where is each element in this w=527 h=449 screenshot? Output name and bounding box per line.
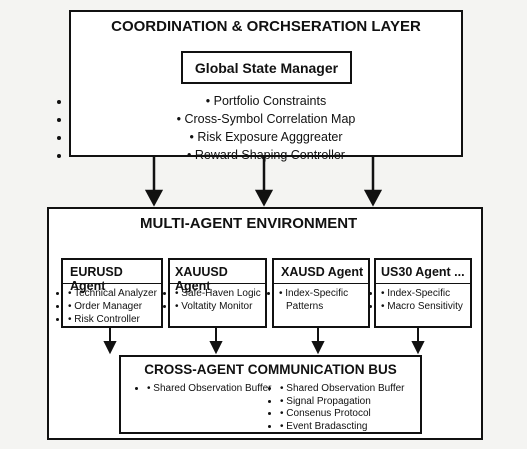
agent-card-xauusd: XAUUSD Agent • Safe-Haven Logic • Voltat… <box>168 258 267 328</box>
agent-divider <box>376 283 470 284</box>
agent-item-text: Risk Controller <box>74 314 140 325</box>
agent-title: XAUUSD Agent <box>175 265 228 293</box>
agent-item: • Voltatity Monitor <box>175 300 261 313</box>
agent-item: • Macro Sensitivity <box>381 300 463 313</box>
bus-item: • Event Bradascting <box>280 421 405 434</box>
agent-title: US30 Agent ... <box>381 265 465 279</box>
agent-divider <box>170 283 265 284</box>
bus-item-text: Event Bradascting <box>286 420 368 432</box>
agent-item-text: Index-Specific <box>387 288 451 299</box>
coordination-item: • Risk Exposure Agggreater <box>71 128 461 146</box>
bus-left-list: • Shared Observation Buffer <box>147 383 272 396</box>
agent-item-text: Technical Analyzer <box>74 288 157 299</box>
coordination-item-text: Portfolio Constraints <box>213 94 327 108</box>
bus-item: • Shared Observation Buffer <box>280 383 405 396</box>
coordination-item: • Portfolio Constraints <box>71 92 461 110</box>
agent-item: • Safe-Haven Logic <box>175 287 261 300</box>
arrow-head <box>411 341 425 355</box>
agent-item: • Technical Analyzer <box>68 287 157 300</box>
bus-item: • Signal Propagation <box>280 396 405 409</box>
agent-item-text: Macro Sensitivity <box>387 301 463 312</box>
coordination-item-list: • Portfolio Constraints • Cross-Symbol C… <box>71 92 461 164</box>
agent-item: • Index-Specific <box>381 287 463 300</box>
global-state-manager-box: Global State Manager <box>181 51 352 84</box>
coordination-layer: COORDINATION & ORCHSERATION LAYER Global… <box>69 10 463 162</box>
agent-item-text: Safe-Haven Logic <box>181 288 261 299</box>
coordination-item: • Reward Shaping Controller <box>71 146 461 164</box>
agent-title: EURUSD Agent <box>70 265 123 293</box>
agent-item-list: • Technical Analyzer • Order Manager • R… <box>68 287 157 326</box>
agent-card-xausd: XAUSD Agent • Index-Specific Patterns <box>272 258 370 328</box>
bus-item: • Consenus Protocol <box>280 408 405 421</box>
communication-bus-title: CROSS-AGENT COMMUNICATION BUS <box>144 362 397 377</box>
global-state-manager-title: Global State Manager <box>194 60 339 76</box>
coordination-layer-title: COORDINATION & ORCHSERATION LAYER <box>111 18 421 35</box>
coordination-item-text: Cross-Symbol Correlation Map <box>184 112 356 126</box>
agent-title: XAUSD Agent <box>281 265 364 279</box>
agent-item-text: Voltatity Monitor <box>181 301 253 312</box>
arrow-head <box>363 189 383 207</box>
agent-card-us30: US30 Agent ... • Index-Specific • Macro … <box>374 258 472 328</box>
multi-agent-environment: MULTI-AGENT ENVIRONMENT EURUSD Agent • T… <box>47 207 483 440</box>
communication-bus: CROSS-AGENT COMMUNICATION BUS • Shared O… <box>119 355 422 434</box>
agent-item-list: • Index-Specific • Macro Sensitivity <box>381 287 463 313</box>
bus-item: • Shared Observation Buffer <box>147 383 272 396</box>
environment-title: MULTI-AGENT ENVIRONMENT <box>140 215 358 232</box>
arrow-head <box>311 341 325 355</box>
agent-item: • Index-Specific Patterns <box>279 287 365 313</box>
agent-item-list: • Safe-Haven Logic • Voltatity Monitor <box>175 287 261 313</box>
bus-item-text: Consenus Protocol <box>286 408 371 419</box>
agent-item-list: • Index-Specific Patterns <box>279 287 365 313</box>
arrow-head <box>209 341 223 355</box>
arrow-head <box>103 341 117 355</box>
agent-item-text: Order Manager <box>74 301 143 312</box>
agent-item-text: Index-Specific Patterns <box>285 288 349 312</box>
bus-item-text: Signal Propagation <box>286 395 371 407</box>
coordination-item: • Cross-Symbol Correlation Map <box>71 110 461 128</box>
coordination-item-text: Reward Shaping Controller <box>194 148 345 162</box>
arrow-head <box>254 189 274 207</box>
bus-item-text: Shared Observation Buffer <box>286 383 405 394</box>
agent-divider <box>63 283 161 284</box>
bus-item-text: Shared Observation Buffer <box>153 383 272 394</box>
agent-divider <box>274 283 368 284</box>
agent-item: • Risk Controller <box>68 313 157 326</box>
coordination-item-text: Risk Exposure Agggreater <box>197 130 343 144</box>
agent-card-eurusd: EURUSD Agent • Technical Analyzer • Orde… <box>61 258 163 328</box>
agent-item: • Order Manager <box>68 300 157 313</box>
arrow-head <box>144 189 164 207</box>
bus-right-list: • Shared Observation Buffer • Signal Pro… <box>280 383 405 433</box>
